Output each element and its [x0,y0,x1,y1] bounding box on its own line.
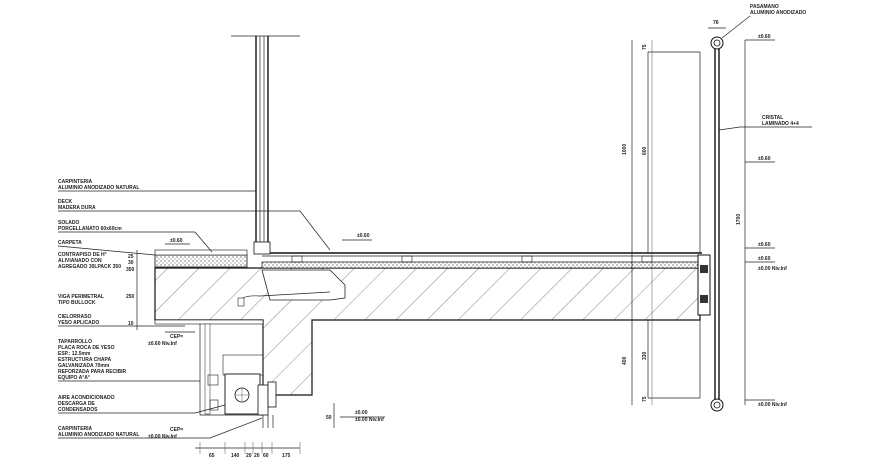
label-taparrollo-6: REFORZADA PARA RECIBIR [58,369,127,375]
level-right-bottom: ±0.00 Niv.Inf [758,402,787,408]
bottom-dimensions: 65 140 20 20 60 175 [195,442,301,459]
label-cristal-material: LAMINADO 4+4 [762,121,799,127]
left-window-frame [231,35,300,255]
label-contrapiso-2: ALIVIANADO CON [58,258,102,264]
label-taparrollo-1: TAPARROLLO [58,339,92,345]
label-cristal: CRISTAL [762,115,783,121]
center-level-marks: ±0.60 ±0.00 ±0.00 Niv.Inf 50 [326,233,385,428]
label-contrapiso-3: AGREGADO 30LPACK 350 [58,264,121,270]
cep-value-1: ±0.60 Niv.Inf [148,341,177,347]
dim-65: 65 [209,453,215,459]
level-right-060: ±0.60 [758,256,771,262]
label-viga-type: TIPO BULLOCK [58,300,96,306]
cep-label-2: CEP= [170,427,183,433]
dim-140: 140 [231,453,240,459]
dim-1700: 1700 [736,214,742,225]
level-mid-000-niv: ±0.00 Niv.Inf [355,417,384,423]
level-right-3: ±0.60 [758,242,771,248]
dim-25: 25 [128,254,134,260]
label-viga: VIGA PERIMETRAL [58,294,104,300]
label-aire-1: AIRE ACONDICIONADO [58,395,115,401]
label-taparrollo-5: GALVANIZADA 70mm [58,363,110,369]
left-level-marks: ±0.60 CEP= ±0.60 Niv.Inf CEP= ±0.00 Niv.… [148,238,195,440]
label-cielorraso: CIELORRASO [58,314,91,320]
label-carpinteria-bottom: CARPINTERIA [58,426,93,432]
dim-600: 600 [642,146,648,155]
label-pasamano-material: ALUMINIO ANODIZADO [750,10,806,16]
label-solado-material: PORCELLANATO 60x60cm [58,226,122,232]
dim-10: 10 [128,321,134,327]
right-balustrade [647,36,724,412]
level-left-060: ±0.60 [170,238,183,244]
right-annotations: PASAMANO ALUMINIO ANODIZADO CRISTAL LAMI… [718,4,812,408]
label-taparrollo-2: PLACA ROCA DE YESO [58,345,115,351]
level-deck-060: ±0.60 [357,233,370,239]
label-taparrollo-4: ESTRUCTURA CHAPA [58,357,111,363]
ceiling-box [154,319,277,428]
label-solado: SOLADO [58,220,80,226]
cep-value-2: ±0.00 Niv.Inf [148,434,177,440]
dim-60: 60 [263,453,269,459]
left-dimensions: 25 30 350 250 10 [126,250,138,330]
label-aire-2: DESCARGA DE [58,401,95,407]
dim-20b: 20 [254,453,260,459]
dim-75-bottom: 75 [642,396,648,402]
dim-75-top: 75 [642,44,648,50]
right-dimensions: 76 75 1000 600 1700 400 330 75 [622,20,746,405]
label-taparrollo-7: EQUIPO A°A° [58,375,90,381]
dim-175: 175 [282,453,291,459]
drain-detail [237,269,346,307]
label-carpinteria-bottom-material: ALUMINIO ANODIZADO NATURAL [58,432,139,438]
label-deck: DECK [58,199,73,205]
level-mid-000: ±0.00 [355,410,368,416]
label-pasamano: PASAMANO [750,4,779,10]
level-right-2: ±0.60 [758,156,771,162]
dim-1000: 1000 [622,144,628,155]
dim-20a: 20 [246,453,252,459]
left-annotations: CARPINTERIA ALUMINIO ANODIZADO NATURAL D… [57,179,331,439]
level-right-1: ±0.60 [758,34,771,40]
dim-30: 30 [128,260,134,266]
dim-76: 76 [713,20,719,26]
label-taparrollo-3: ESP.: 12.5mm [58,351,91,357]
floor-finishes [154,249,703,269]
label-contrapiso-1: CONTRAPISO DE H° [58,252,107,258]
label-carpeta: CARPETA [58,240,82,246]
label-cielorraso-material: YESO APLICADO [58,320,99,326]
label-deck-material: MADERA DURA [58,205,96,211]
dim-350: 350 [126,267,135,273]
level-right-000: ±0.00 Niv.Inf [758,266,787,272]
label-carpinteria-top: CARPINTERIA [58,179,93,185]
dim-330: 330 [642,351,648,360]
dim-400: 400 [622,356,628,365]
dim-250: 250 [126,294,135,300]
cep-label-1: CEP= [170,334,183,340]
dim-50: 50 [326,415,332,421]
label-carpinteria-top-material: ALUMINIO ANODIZADO NATURAL [58,185,139,191]
label-aire-3: CONDENSADOS [58,407,98,413]
